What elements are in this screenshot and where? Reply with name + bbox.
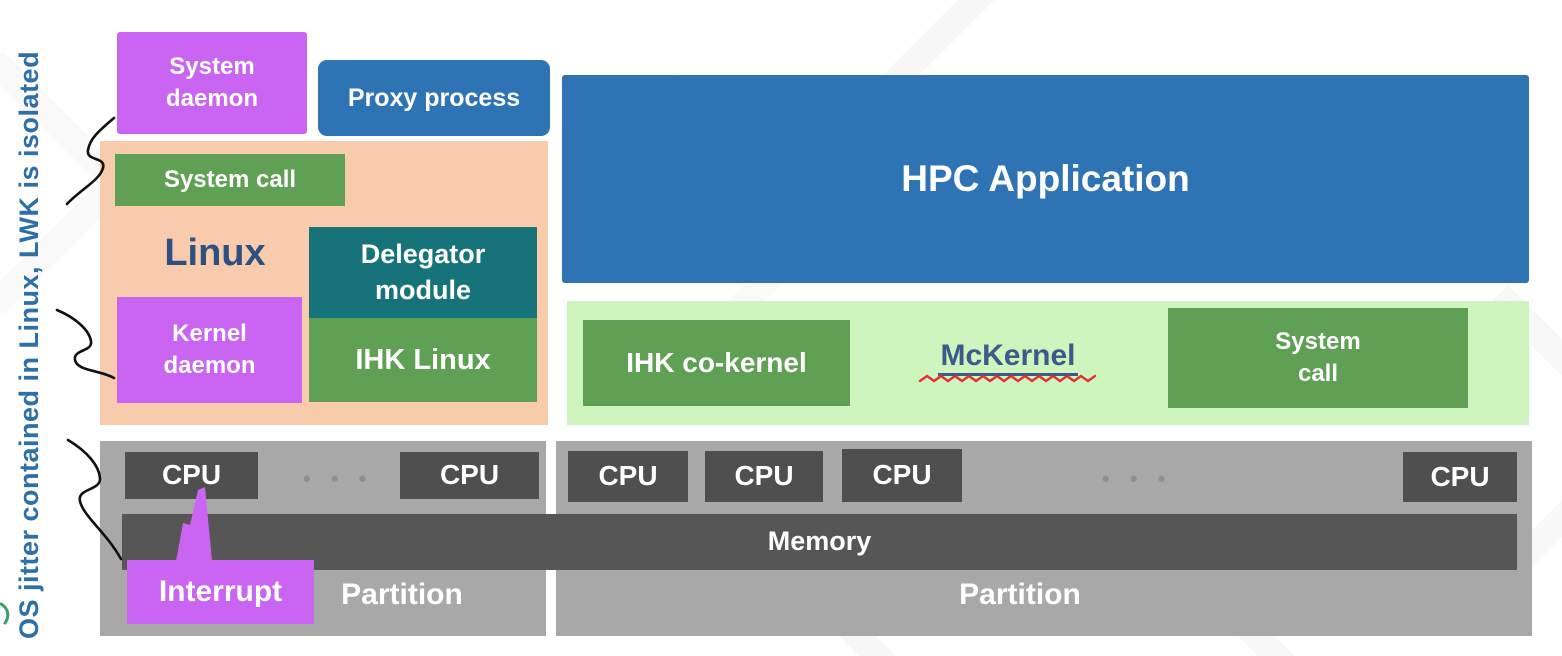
interrupt-box: Interrupt bbox=[127, 560, 314, 624]
ellipsis-dots: • • • bbox=[303, 466, 374, 491]
memory-label: Memory bbox=[767, 526, 872, 557]
cpu-box: CPU bbox=[125, 452, 258, 499]
kernel-daemon-label-line1: Kernel bbox=[172, 320, 247, 348]
delegator-label-line1: Delegator bbox=[360, 238, 486, 269]
ihk-linux-label: IHK Linux bbox=[355, 343, 491, 376]
system-daemon-label-line2: daemon bbox=[165, 85, 258, 112]
hpc-application-label: HPC Application bbox=[901, 157, 1190, 199]
delegator-module-box: Delegator module bbox=[309, 227, 537, 318]
linux-system-call-label: System call bbox=[163, 166, 297, 194]
ellipsis-dots: • • • bbox=[1102, 466, 1173, 491]
delegator-label-line2: module bbox=[374, 274, 471, 305]
linux-system-call-box: System call bbox=[115, 154, 345, 206]
ihk-linux-box: IHK Linux bbox=[309, 318, 537, 402]
cpu-box: CPU bbox=[568, 451, 688, 502]
mckernel-system-call-label-line1: System bbox=[1275, 328, 1361, 356]
hpc-application-box: HPC Application bbox=[562, 75, 1529, 283]
partition-label-left: Partition bbox=[341, 578, 463, 611]
mckernel-system-call-box: System call bbox=[1168, 308, 1468, 408]
linux-label: Linux bbox=[164, 231, 266, 274]
system-daemon-label-line1: System bbox=[169, 53, 255, 81]
cpu-box: CPU bbox=[842, 449, 962, 502]
cpu-box: CPU bbox=[705, 451, 823, 502]
system-daemon-box: System daemon bbox=[117, 32, 307, 134]
ihk-co-kernel-box: IHK co-kernel bbox=[583, 320, 850, 406]
kernel-daemon-box: Kernel daemon bbox=[117, 297, 302, 403]
ihk-co-kernel-label: IHK co-kernel bbox=[626, 346, 807, 378]
mckernel-label: McKernel bbox=[918, 334, 1098, 383]
proxy-process-box: Proxy process bbox=[318, 60, 550, 136]
mckernel-label-text: McKernel bbox=[938, 339, 1078, 376]
interrupt-label: Interrupt bbox=[158, 575, 283, 609]
mckernel-system-call-label-line2: call bbox=[1297, 360, 1339, 387]
proxy-process-label: Proxy process bbox=[347, 83, 521, 112]
cpu-box: CPU bbox=[1403, 452, 1517, 502]
decorative-green-arc bbox=[0, 602, 10, 625]
memory-bar: Memory bbox=[122, 514, 1517, 570]
spellcheck-wavy-underline bbox=[918, 374, 1097, 383]
partition-label-right: Partition bbox=[959, 578, 1081, 611]
kernel-daemon-label-line2: daemon bbox=[163, 352, 256, 379]
side-note-vertical-text: OS jitter contained in Linux, LWK is iso… bbox=[14, 50, 44, 640]
cpu-box: CPU bbox=[400, 452, 539, 499]
